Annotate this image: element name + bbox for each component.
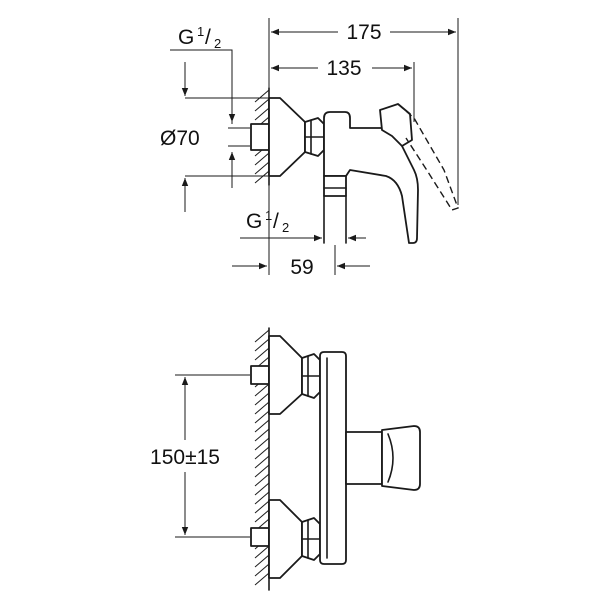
wall-hatch-line <box>254 161 270 175</box>
wall-hatch-line <box>254 464 270 478</box>
wall-hatch-line <box>254 554 270 568</box>
rosette-cone <box>268 97 306 177</box>
dimension-175-label: 175 <box>346 21 381 44</box>
wall-hatch-line <box>254 338 270 352</box>
inlet-pipe <box>250 123 270 151</box>
dimension-center-depth: 135 <box>271 57 415 122</box>
wall-hatch-line <box>254 329 270 343</box>
dimension-135-label: 135 <box>326 57 361 80</box>
wall-hatch-line <box>254 545 270 559</box>
dimension-150-label: 150±15 <box>150 446 220 469</box>
thread-inlet-g: G <box>178 26 194 49</box>
top-view: 175 135 Ø70 G 1 / 2 <box>160 18 459 279</box>
dimension-outlet-offset: 59 <box>232 185 370 279</box>
wall-hatch-line <box>254 437 270 451</box>
mixer-body <box>323 111 419 244</box>
wall-hatch-line <box>254 455 270 469</box>
thread-inlet-slash: / <box>205 26 211 49</box>
wall-hatch-line <box>254 563 270 577</box>
lower-connection <box>250 499 321 579</box>
wall-hatch-line <box>254 572 270 586</box>
wall-hatch-line <box>254 509 270 523</box>
wall-hatch-line <box>254 482 270 496</box>
thread-inlet-denominator: 2 <box>214 36 221 51</box>
dimension-70-label: Ø70 <box>160 127 200 150</box>
wall-hatch-line <box>254 401 270 415</box>
thread-outlet-slash: / <box>273 210 279 233</box>
wall-hatch-line <box>254 410 270 424</box>
wall-hatch-line <box>254 98 270 112</box>
wall-hatch-line <box>254 446 270 460</box>
thread-label-inlet: G 1 / 2 <box>170 24 236 188</box>
wall-hatch-line <box>254 419 270 433</box>
dimension-inlet-spacing: 150±15 <box>150 374 250 538</box>
dimension-overall-depth: 175 <box>268 18 459 205</box>
wall-hatch-line <box>254 392 270 406</box>
front-view: 150±15 <box>150 327 421 591</box>
wall-hatch-line <box>254 473 270 487</box>
upper-connection <box>250 335 321 415</box>
thread-outlet-denominator: 2 <box>282 220 289 235</box>
wall-hatch-line <box>254 383 270 397</box>
wall-hatch-line <box>254 89 270 103</box>
dimension-rosette-diameter: Ø70 <box>160 62 268 212</box>
mixer-lever-front <box>345 425 421 491</box>
thread-inlet-numerator: 1 <box>197 24 204 39</box>
thread-outlet-g: G <box>246 210 262 233</box>
dimension-59-label: 59 <box>290 256 313 279</box>
thread-label-outlet: G 1 / 2 <box>240 208 366 242</box>
hex-nut <box>304 117 325 157</box>
wall-hatch-line <box>254 500 270 514</box>
mixer-body-front <box>319 351 347 565</box>
lever-open-position <box>397 103 459 211</box>
wall-hatch-line <box>254 428 270 442</box>
wall-hatch-line <box>254 170 270 184</box>
wall-hatch-line <box>254 347 270 361</box>
wall-hatch-line <box>254 152 270 166</box>
wall-hatch-line <box>254 107 270 121</box>
wall-hatch-line <box>254 491 270 505</box>
outlet-pipe <box>323 195 347 244</box>
